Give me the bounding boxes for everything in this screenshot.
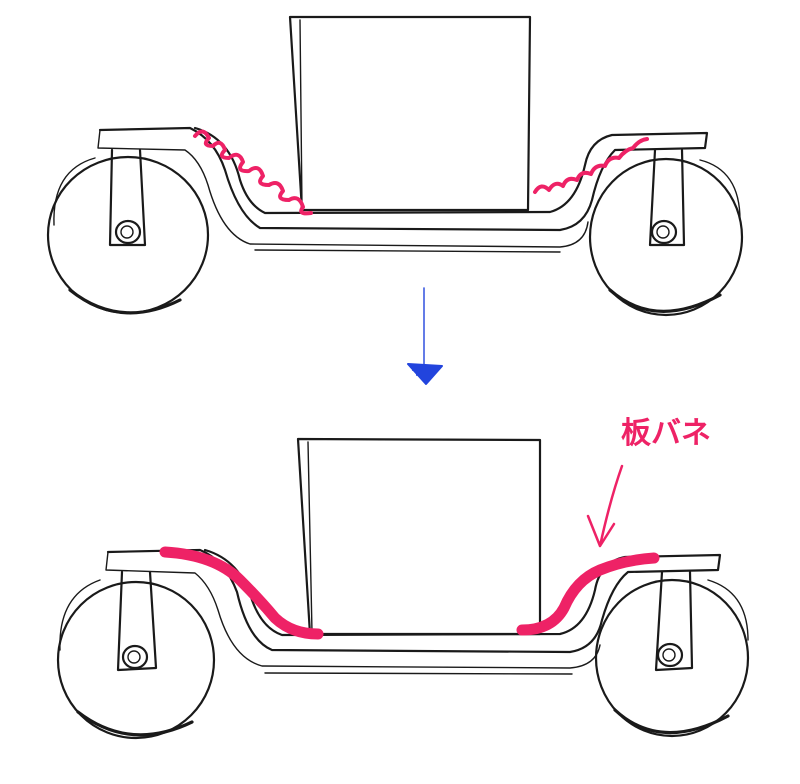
transition-arrow (407, 287, 443, 385)
leaf-spring-label: 板バネ (621, 416, 711, 451)
cargo-box-bottom (296, 437, 542, 636)
fork-front-bottom (654, 570, 694, 672)
fork-rear-bottom (116, 570, 158, 672)
cargo-box-top (288, 15, 532, 212)
fork-front-top (648, 148, 686, 247)
wheel-rear-top (46, 155, 210, 315)
wheel-rear-bottom (56, 579, 216, 740)
leaf-spring-left (159, 546, 324, 640)
chassis-top (97, 126, 709, 253)
leaf-spring-right (516, 552, 660, 636)
coil-spring-right (533, 137, 649, 194)
chassis-bottom (105, 548, 722, 675)
coil-spring-left (193, 129, 313, 216)
wheel-front-bottom (594, 578, 750, 738)
annotation-arrow-icon (586, 464, 624, 548)
wheel-front-top (588, 157, 744, 317)
scooter-top-coil-springs (46, 15, 744, 317)
fork-rear-top (108, 148, 147, 247)
scooter-bottom-leaf-springs: 板バネ (56, 416, 750, 740)
leaf-spring-annotation: 板バネ (586, 416, 711, 548)
